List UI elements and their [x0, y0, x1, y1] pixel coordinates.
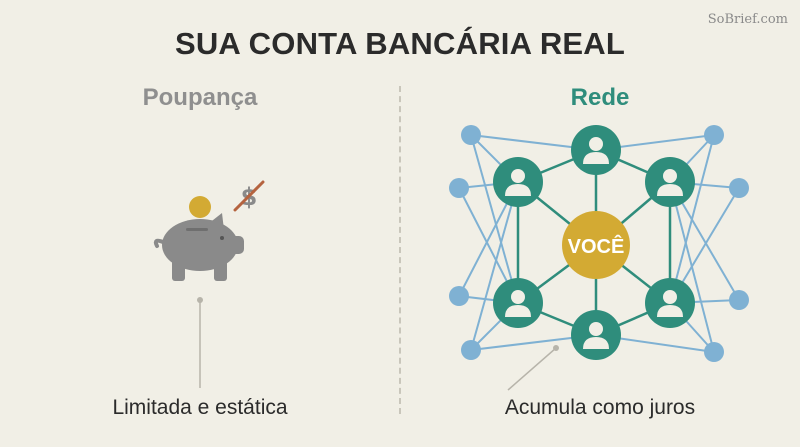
outer-link	[470, 181, 519, 351]
person-icon	[589, 137, 603, 151]
page-title: SUA CONTA BANCÁRIA REAL	[174, 26, 626, 61]
savings-caption: Limitada e estática	[112, 396, 288, 419]
person-icon	[663, 169, 677, 183]
network-diagram: VOCÊ	[449, 125, 749, 362]
person-icon	[511, 290, 525, 304]
right-pointer-dot	[553, 345, 559, 351]
you-label: VOCÊ	[568, 234, 625, 258]
person-icon	[657, 184, 683, 196]
savings-heading: Poupança	[142, 84, 258, 111]
right-pointer-line	[507, 347, 557, 391]
outer-node	[704, 125, 724, 145]
person-icon	[505, 305, 531, 317]
you-node	[562, 211, 630, 279]
outer-link	[470, 134, 519, 304]
dashed-divider	[399, 86, 401, 414]
piggy-bank-icon	[153, 196, 244, 281]
strike-line	[233, 180, 265, 212]
person-icon	[657, 305, 683, 317]
network-caption: Acumula como juros	[504, 396, 696, 419]
outer-node	[461, 125, 481, 145]
person-icon	[505, 184, 531, 196]
person-icon	[583, 337, 609, 349]
outer-node	[449, 286, 469, 306]
person-icon	[583, 152, 609, 164]
struck-dollar-icon: $	[233, 180, 265, 212]
outer-node	[461, 340, 481, 360]
person-icon	[663, 290, 677, 304]
outer-node	[449, 178, 469, 198]
coin-icon	[189, 196, 211, 218]
outer-node	[704, 342, 724, 362]
outer-link	[669, 181, 715, 353]
person-icon	[511, 169, 525, 183]
network-heading: Rede	[570, 84, 630, 111]
left-pointer-dot	[197, 297, 203, 303]
outer-node	[729, 290, 749, 310]
outer-node	[729, 178, 749, 198]
person-icon	[589, 322, 603, 336]
watermark: SoBrief.com	[707, 12, 788, 27]
